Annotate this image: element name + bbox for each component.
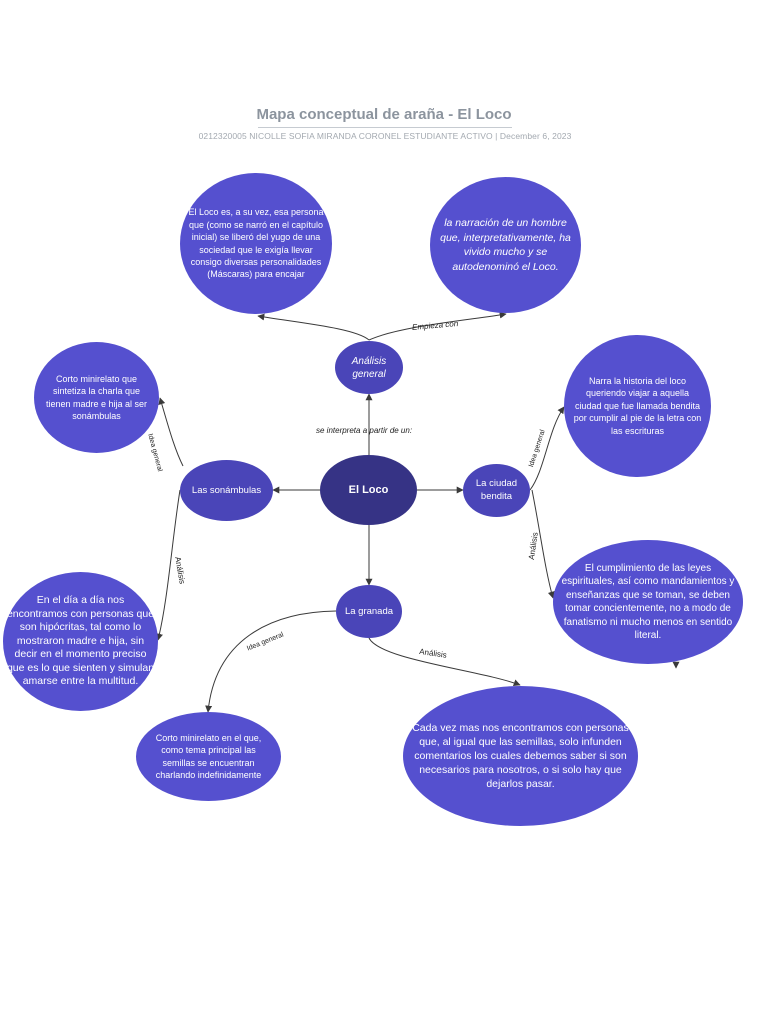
node-las-sonambulas[interactable]: Las sonámbulas — [180, 460, 273, 521]
node-leyes-espirituales-text: El cumplimiento de las leyes espirituale… — [561, 562, 735, 642]
node-la-granada-text: La granada — [344, 605, 394, 617]
node-la-granada[interactable]: La granada — [336, 585, 402, 638]
node-comentarios-semillas: Cada vez mas nos encontramos con persona… — [403, 686, 638, 826]
node-corto-semillas: Corto minirelato en el que, como tema pr… — [136, 712, 281, 801]
page-subtitle: 0212320005 NICOLLE SOFIA MIRANDA CORONEL… — [198, 131, 572, 141]
connector-ciudad-rightlower — [531, 489, 555, 599]
title-underline — [258, 127, 512, 128]
node-ciudad-historia: Narra la historia del loco queriendo via… — [564, 335, 711, 477]
node-comentarios-semillas-text: Cada vez mas nos encontramos con persona… — [412, 722, 629, 790]
node-corto-sonambulas-text: Corto minirelato que sintetiza la charla… — [45, 373, 148, 421]
node-el-loco-mascaras: El Loco es, a su vez, esa persona que (c… — [180, 173, 332, 314]
node-leyes-espirituales: El cumplimiento de las leyes espirituale… — [553, 540, 743, 664]
node-narracion-hombre: la narración de un hombre que, interpret… — [430, 177, 581, 313]
node-narracion-hombre-text: la narración de un hombre que, interpret… — [440, 217, 571, 273]
connector-analisis-topleft — [257, 313, 370, 341]
connector-sonambulas-leftupper — [158, 397, 184, 467]
node-analisis-general-text: Análisis general — [351, 355, 387, 380]
node-hipocritas-text: En el día a día nos encontramos con pers… — [6, 594, 155, 688]
connector-ciudad-rightupper — [529, 406, 565, 491]
label-se-interpreta: se interpreta a partir de un: — [316, 426, 413, 435]
connector-granada-bottomright — [368, 637, 521, 687]
node-la-ciudad-bendita[interactable]: La ciudad bendita — [463, 464, 530, 517]
node-el-loco-center[interactable]: El Loco — [320, 455, 417, 525]
node-la-ciudad-bendita-text: La ciudad bendita — [475, 478, 518, 502]
node-corto-sonambulas: Corto minirelato que sintetiza la charla… — [34, 342, 159, 453]
connector-granada-bottomleft — [205, 610, 337, 713]
node-ciudad-historia-text: Narra la historia del loco queriendo via… — [573, 375, 702, 436]
node-las-sonambulas-text: Las sonámbulas — [191, 484, 262, 496]
node-el-loco-mascaras-text: El Loco es, a su vez, esa persona que (c… — [188, 207, 324, 280]
page-title: Mapa conceptual de araña - El Loco — [256, 106, 512, 123]
node-el-loco-center-text: El Loco — [348, 484, 389, 496]
node-corto-semillas-text: Corto minirelato en el que, como tema pr… — [155, 732, 262, 780]
connector-sonambulas-leftlower — [156, 489, 181, 641]
node-hipocritas: En el día a día nos encontramos con pers… — [3, 572, 158, 711]
node-analisis-general[interactable]: Análisis general — [335, 341, 403, 394]
connector-analisis-topright — [368, 311, 507, 341]
